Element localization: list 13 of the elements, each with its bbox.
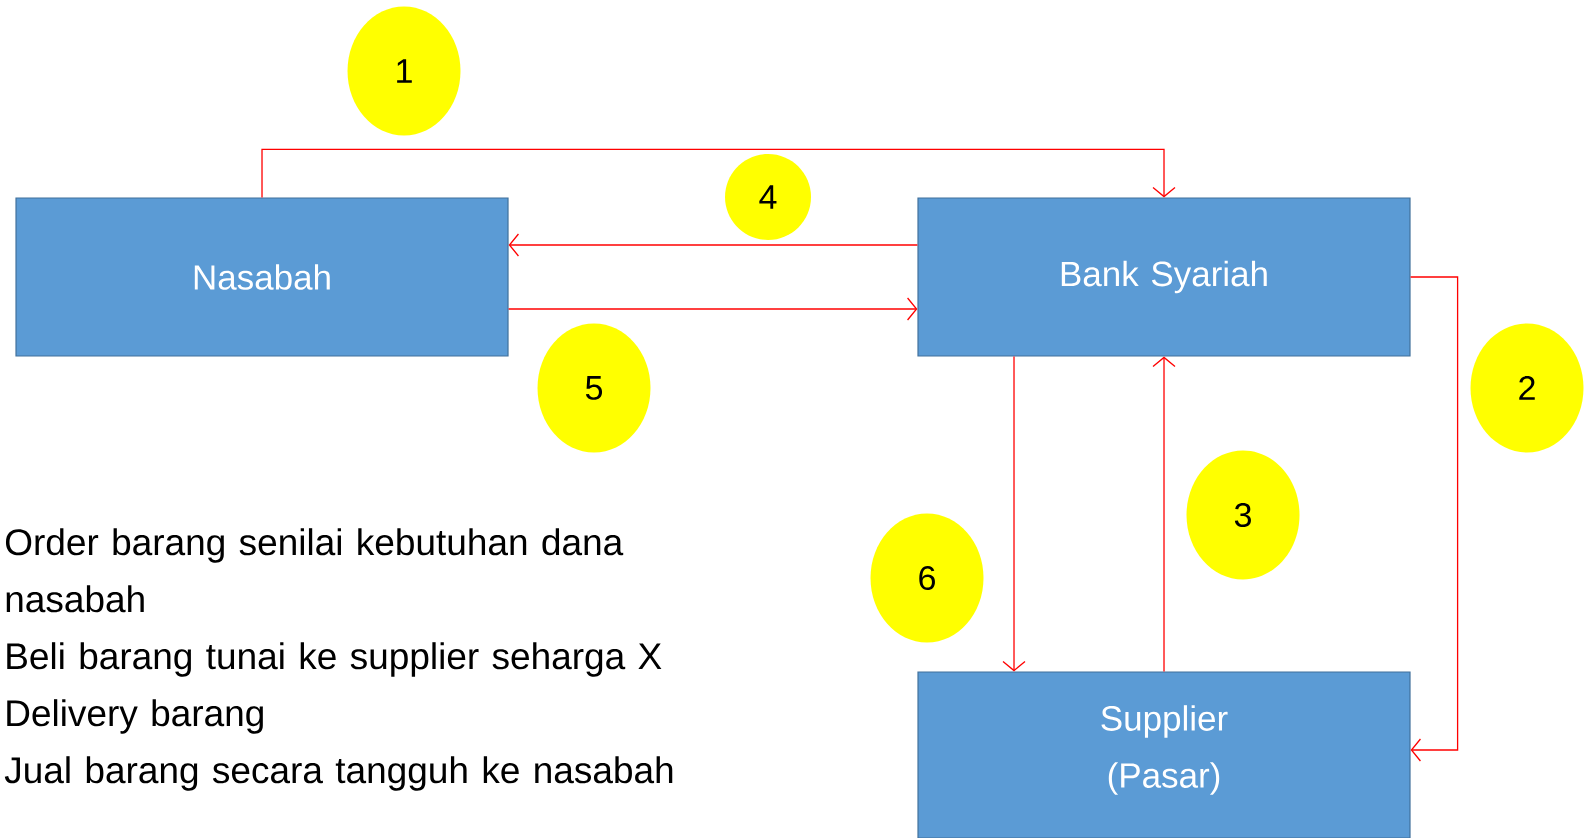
list-item: Delivery barang [7, 699, 263, 734]
arrow [1152, 356, 1176, 673]
arrow [1002, 355, 1026, 672]
process-box: Supplier (Pasar) [917, 671, 1411, 838]
list-item: Jual barang secara tangguh ke nasabah [4, 756, 673, 791]
arrow [508, 233, 919, 257]
list-item: Beli barang tunai ke supplier seharga X [7, 642, 662, 677]
process-box: Bank Syariah [917, 197, 1411, 357]
arrow [1409, 276, 1459, 762]
process-box: Nasabah [15, 197, 509, 357]
arrow [261, 148, 1176, 199]
arrow [507, 297, 918, 321]
list-item: Order barang senilai kebutuhan dana nasabah [5, 528, 624, 613]
